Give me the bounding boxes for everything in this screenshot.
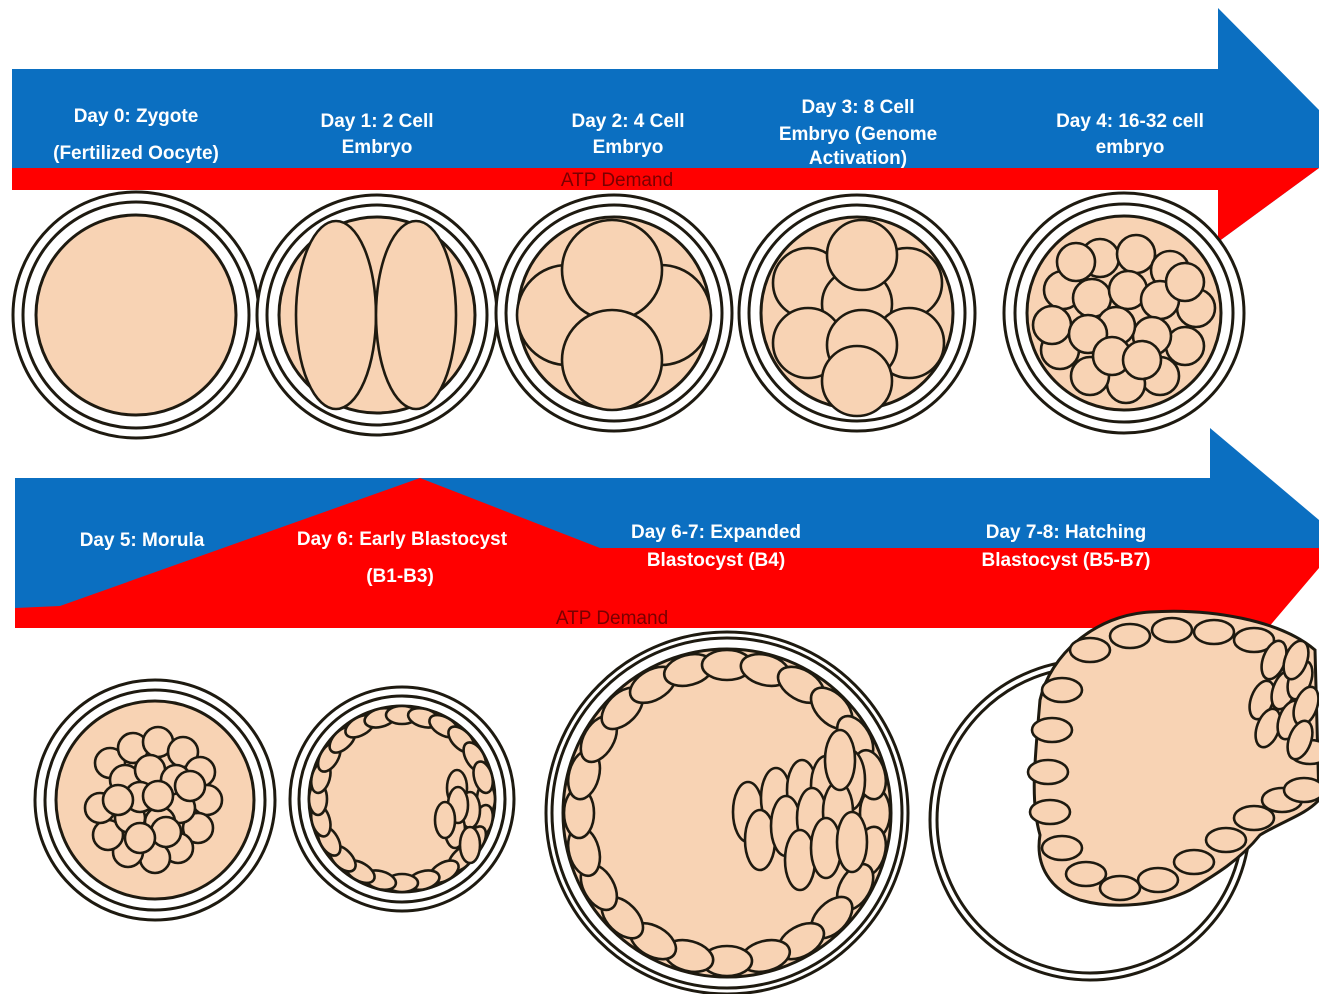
embryo-day3-eight-cell (739, 195, 975, 431)
embryo-day0-zygote (13, 192, 259, 438)
cell (1194, 620, 1234, 644)
stage-label-day2-line1: Day 2: 4 Cell (572, 111, 685, 132)
cell (837, 812, 867, 872)
cell (1030, 800, 1070, 824)
cell (1110, 624, 1150, 648)
cell (1028, 760, 1068, 784)
stage-label-day3-line1: Day 3: 8 Cell (802, 97, 915, 118)
cell (435, 802, 455, 838)
stage-label-day1-line2: Embryo (342, 137, 413, 158)
cell (1042, 836, 1082, 860)
atp-demand-label-row1: ATP Demand (561, 170, 673, 191)
cell (103, 785, 133, 815)
stage-label-day6-line2: (B1-B3) (366, 566, 434, 587)
embryo-day5-morula (35, 680, 275, 920)
cell (1166, 263, 1204, 301)
cell (1117, 235, 1155, 273)
cell (1206, 828, 1246, 852)
stage-label-day2-line2: Embryo (593, 137, 664, 158)
stage-label-day0-line1: Day 0: Zygote (74, 106, 199, 127)
stage-label-day0-line2: (Fertilized Oocyte) (53, 143, 219, 164)
stage-label-day1-line1: Day 1: 2 Cell (321, 111, 434, 132)
cell (1057, 243, 1095, 281)
atp-demand-label-row2: ATP Demand (556, 608, 668, 629)
cell (1174, 850, 1214, 874)
stage-label-day5: Day 5: Morula (80, 530, 205, 551)
stage-label-day3-line2: Embryo (Genome (779, 124, 937, 145)
cell (175, 771, 205, 801)
cell (1066, 862, 1106, 886)
embryo-day6-7-expanded-blastocyst (546, 632, 908, 994)
stage-label-day4-line2: embryo (1096, 137, 1165, 158)
stage-label-day6-7-line2: Blastocyst (B4) (647, 550, 785, 571)
cell (125, 823, 155, 853)
cell (143, 781, 173, 811)
embryo-day6-early-blastocyst (290, 687, 514, 911)
cell (1070, 638, 1110, 662)
cell (825, 730, 855, 790)
cell (1100, 876, 1140, 900)
embryo-day2-four-cell (496, 195, 732, 431)
stage-label-day6-7-line1: Day 6-7: Expanded (631, 522, 801, 543)
cell (1138, 868, 1178, 892)
stage-label-day7-8-line2: Blastocyst (B5-B7) (982, 550, 1151, 571)
embryo-day7-8-hatching-blastocyst (930, 611, 1319, 980)
embryo-day1-two-cell (257, 195, 497, 435)
cell (1284, 778, 1319, 802)
cell (1123, 341, 1161, 379)
stage-label-day3-line3: Activation) (809, 148, 907, 169)
cell (1042, 678, 1082, 702)
stage-label-day7-8-line1: Day 7-8: Hatching (986, 522, 1146, 543)
cell (460, 827, 480, 863)
stage-label-day5-line1: Day 5: Morula (80, 530, 205, 551)
stage-label-day6-line1: Day 6: Early Blastocyst (297, 529, 508, 550)
cell (1032, 718, 1072, 742)
cell (1152, 618, 1192, 642)
cell (1033, 306, 1071, 344)
embryo-day4-multi-cell (1004, 193, 1244, 433)
stage-label-day4-line1: Day 4: 16-32 cell (1056, 111, 1204, 132)
